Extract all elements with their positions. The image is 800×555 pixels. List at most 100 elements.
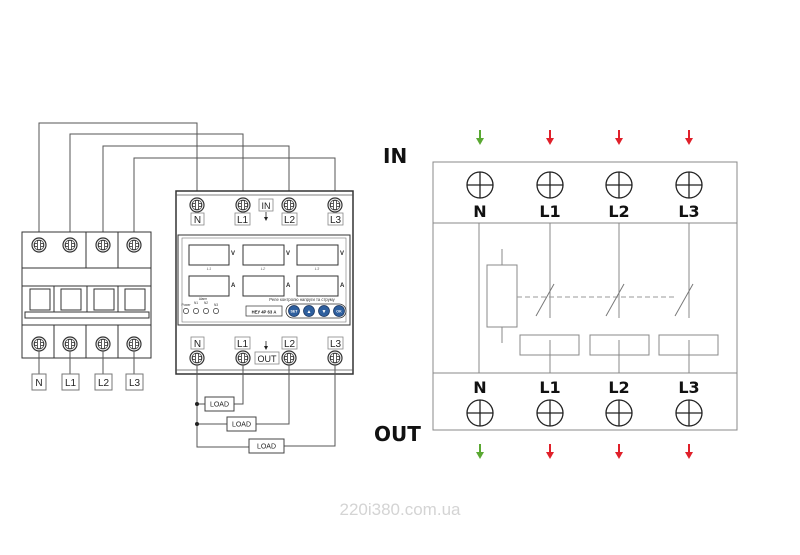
relay-out-label: OUT — [258, 354, 278, 364]
voltage-relay: N L1 L2 L3 IN V V V A A A L — [175, 190, 354, 375]
out-terminal-screw-icon — [675, 399, 703, 427]
ok-button-label: OK — [336, 309, 342, 313]
power-led-icon — [183, 308, 189, 314]
current-sensor — [658, 334, 719, 356]
relay-model: НЕУ 4Р 63 А — [252, 310, 277, 315]
relay-in-terminal-label: L1 — [237, 215, 249, 226]
relay-out-screw-icon — [327, 350, 343, 366]
current-sensor — [589, 334, 650, 356]
breaker-top-screw-icon — [31, 237, 47, 253]
indicator-label: N2 — [204, 301, 208, 305]
load-box — [204, 396, 235, 412]
load-label: LOAD — [257, 444, 276, 451]
alarm-led-icon — [203, 308, 209, 314]
current-display-l3 — [296, 275, 339, 297]
indicator-label: Power — [181, 303, 191, 307]
load-box — [226, 416, 257, 432]
voltage-display-l3 — [296, 244, 339, 266]
volt-unit: V — [286, 251, 290, 257]
up-button-label: ▲ — [307, 309, 312, 315]
out-terminal-screw-icon — [466, 399, 494, 427]
in-terminal-label: L3 — [678, 202, 699, 221]
contact-switch — [674, 283, 694, 317]
feed-wires — [38, 122, 336, 232]
load-label: LOAD — [210, 402, 229, 409]
voltage-display-l1 — [188, 244, 230, 266]
phase-label: L1 — [207, 266, 211, 271]
load-box — [248, 438, 285, 454]
current-display-l1 — [188, 275, 230, 297]
alarm-led-icon — [213, 308, 219, 314]
in-terminal-screw-icon — [536, 171, 564, 199]
down-button-label: ▼ — [322, 309, 327, 315]
phase-label: L2 — [261, 266, 266, 271]
relay-out-terminal-label: L1 — [237, 339, 249, 350]
set-button[interactable] — [288, 305, 300, 317]
out-flow-arrow-icon — [476, 444, 484, 459]
alarm-led-icon — [193, 308, 199, 314]
relay-out-arrow-icon — [264, 341, 268, 350]
breaker-top-screw-icon — [62, 237, 78, 253]
relay-out-screw-icon — [281, 350, 297, 366]
breaker-label: L1 — [65, 378, 77, 389]
out-flow-arrow-icon — [615, 444, 623, 459]
breaker-bottom-screw-icon — [95, 336, 111, 352]
relay-in-screw-icon — [281, 197, 297, 213]
out-terminal-screw-icon — [536, 399, 564, 427]
voltage-display-l2 — [242, 244, 285, 266]
in-flow-arrow-icon — [685, 130, 693, 145]
in-terminal-label: L2 — [608, 202, 629, 221]
in-terminal-label: L1 — [539, 202, 560, 221]
set-button-label: SET — [291, 309, 299, 313]
current-sensor — [519, 334, 580, 356]
circuit-breaker: N L1 L2 L3 — [21, 231, 152, 391]
up-button[interactable] — [303, 305, 315, 317]
schematic-out-label: OUT — [374, 422, 421, 446]
volt-unit: V — [340, 251, 344, 257]
relay-in-terminal-label: L2 — [284, 215, 296, 226]
volt-unit: V — [231, 251, 235, 257]
breaker-label: L2 — [98, 378, 110, 389]
relay-caption: Реле контролю напруги та струму — [269, 297, 335, 302]
relay-in-terminal-label: L3 — [330, 215, 342, 226]
relay-coil — [486, 264, 518, 328]
ok-button[interactable] — [333, 305, 345, 317]
relay-out-terminal-label: N — [194, 339, 201, 350]
amp-unit: A — [286, 283, 291, 289]
down-button[interactable] — [318, 305, 330, 317]
in-flow-arrow-icon — [546, 130, 554, 145]
relay-out-terminal-label: L3 — [330, 339, 342, 350]
out-flow-arrow-icon — [546, 444, 554, 459]
junction-dot — [195, 422, 199, 426]
breaker-top-screw-icon — [95, 237, 111, 253]
in-terminal-screw-icon — [466, 171, 494, 199]
out-terminal-label: L3 — [678, 378, 699, 397]
out-terminal-label: L2 — [608, 378, 629, 397]
out-flow-arrow-icon — [685, 444, 693, 459]
indicator-label: N3 — [214, 303, 218, 307]
breaker-bottom-screw-icon — [31, 336, 47, 352]
out-terminal-label: L1 — [539, 378, 560, 397]
out-terminal-screw-icon — [605, 399, 633, 427]
indicator-group-label: Alarm — [199, 297, 208, 301]
relay-schematic: IN OUT — [374, 130, 738, 459]
load-wires — [196, 365, 336, 448]
relay-in-terminal-label: N — [194, 215, 201, 226]
in-terminal-screw-icon — [605, 171, 633, 199]
relay-in-screw-icon — [189, 197, 205, 213]
breaker-bottom-screw-icon — [126, 336, 142, 352]
current-display-l2 — [242, 275, 285, 297]
breaker-bottom-screw-icon — [62, 336, 78, 352]
relay-out-screw-icon — [189, 350, 205, 366]
relay-out-terminal-label: L2 — [284, 339, 296, 350]
relay-in-arrow-icon — [264, 212, 268, 221]
relay-in-screw-icon — [327, 197, 343, 213]
indicator-label: N1 — [194, 301, 198, 305]
in-terminal-screw-icon — [675, 171, 703, 199]
out-terminal-label: N — [473, 378, 486, 397]
watermark: 220i380.com.ua — [339, 500, 461, 519]
amp-unit: A — [231, 283, 236, 289]
relay-in-screw-icon — [235, 197, 251, 213]
in-flow-arrow-icon — [476, 130, 484, 145]
